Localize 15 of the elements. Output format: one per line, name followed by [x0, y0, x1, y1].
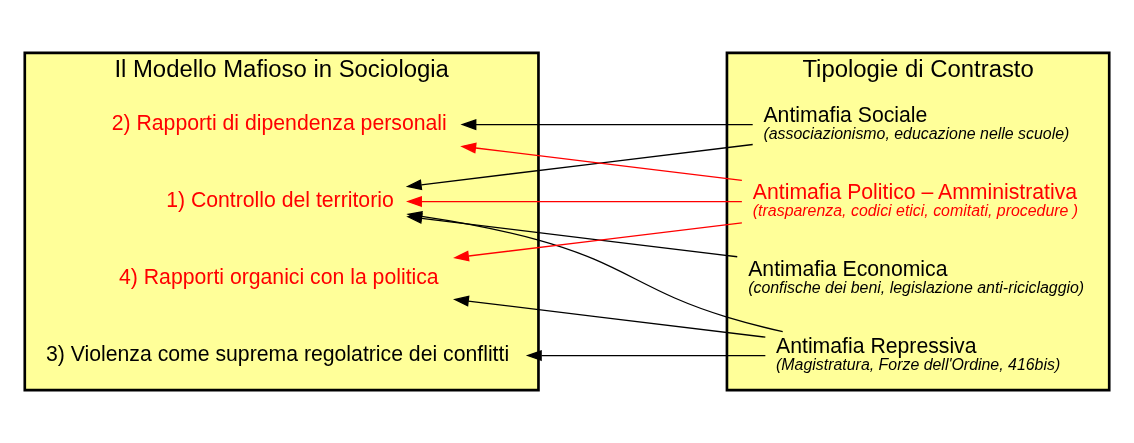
node-text: 4) Rapporti organici con la politica [119, 264, 439, 288]
arrow [460, 119, 754, 131]
arrow [453, 295, 766, 338]
arrow [525, 350, 766, 362]
arrow [460, 142, 743, 181]
node-text: Antimafia Sociale (associazionismo, educazione nelle scuole) [763, 102, 1070, 142]
node-text: Antimafia Economica (confische dei beni, legislazione anti-riciclaggio) [748, 256, 1085, 296]
node-text: Antimafia Politico – Amministrativa (trasparenza, codici etici, comitati, procedure ) [752, 179, 1079, 219]
node-text: Antimafia Repressiva (Magistratura, Forze dell'Ordine, 416bis) [776, 333, 1061, 373]
node-text: 3) Violenza come suprema regolatrice dei conflitti [46, 341, 510, 365]
arrow [405, 143, 754, 191]
node-text: 2) Rapporti di dipendenza personali [111, 110, 447, 134]
arrow [453, 222, 743, 262]
node-text: 1) Controllo del territorio [166, 187, 394, 211]
arrow [406, 196, 743, 208]
